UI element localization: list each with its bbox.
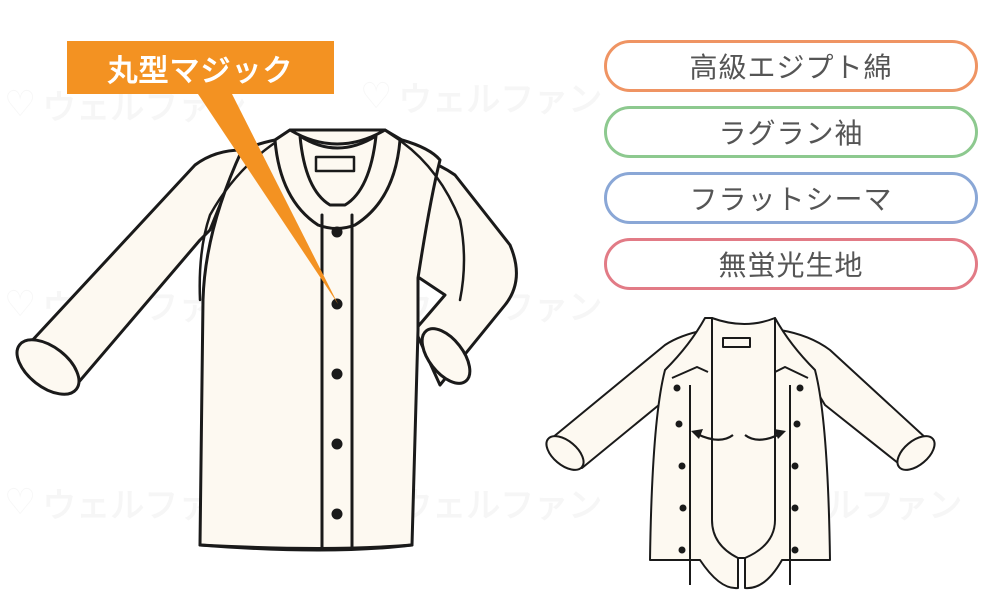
snap-button <box>796 384 804 392</box>
feature-pill-egyptian-cotton: 高級エジプト綿 <box>604 40 978 92</box>
snap-button <box>793 420 801 428</box>
snap-button <box>331 298 343 310</box>
snap-button <box>331 368 343 380</box>
snap-button <box>678 546 686 554</box>
feature-pill-flat-seamer: フラットシーマ <box>604 172 978 224</box>
snap-button <box>791 504 799 512</box>
snap-button <box>331 508 343 520</box>
open-shirt-illustration <box>545 317 936 590</box>
feature-list: 高級エジプト綿 ラグラン袖 フラットシーマ 無蛍光生地 <box>604 40 978 304</box>
open-shirt-buttons <box>673 384 804 554</box>
feature-pill-non-fluorescent: 無蛍光生地 <box>604 238 978 290</box>
open-arrows-icon <box>691 429 786 441</box>
callout-pointer <box>198 94 338 304</box>
snap-button <box>791 546 799 554</box>
snap-button <box>675 420 683 428</box>
callout-label: 丸型マジック <box>67 41 334 94</box>
main-shirt-illustration <box>15 128 518 552</box>
snap-button <box>791 462 799 470</box>
snap-button <box>331 226 343 238</box>
snap-button <box>331 438 343 450</box>
snap-button <box>679 504 687 512</box>
snap-button <box>678 462 686 470</box>
feature-pill-raglan-sleeve: ラグラン袖 <box>604 106 978 158</box>
main-shirt-buttons <box>331 226 343 520</box>
callout-text: 丸型マジック <box>107 53 294 89</box>
snap-button <box>673 384 681 392</box>
